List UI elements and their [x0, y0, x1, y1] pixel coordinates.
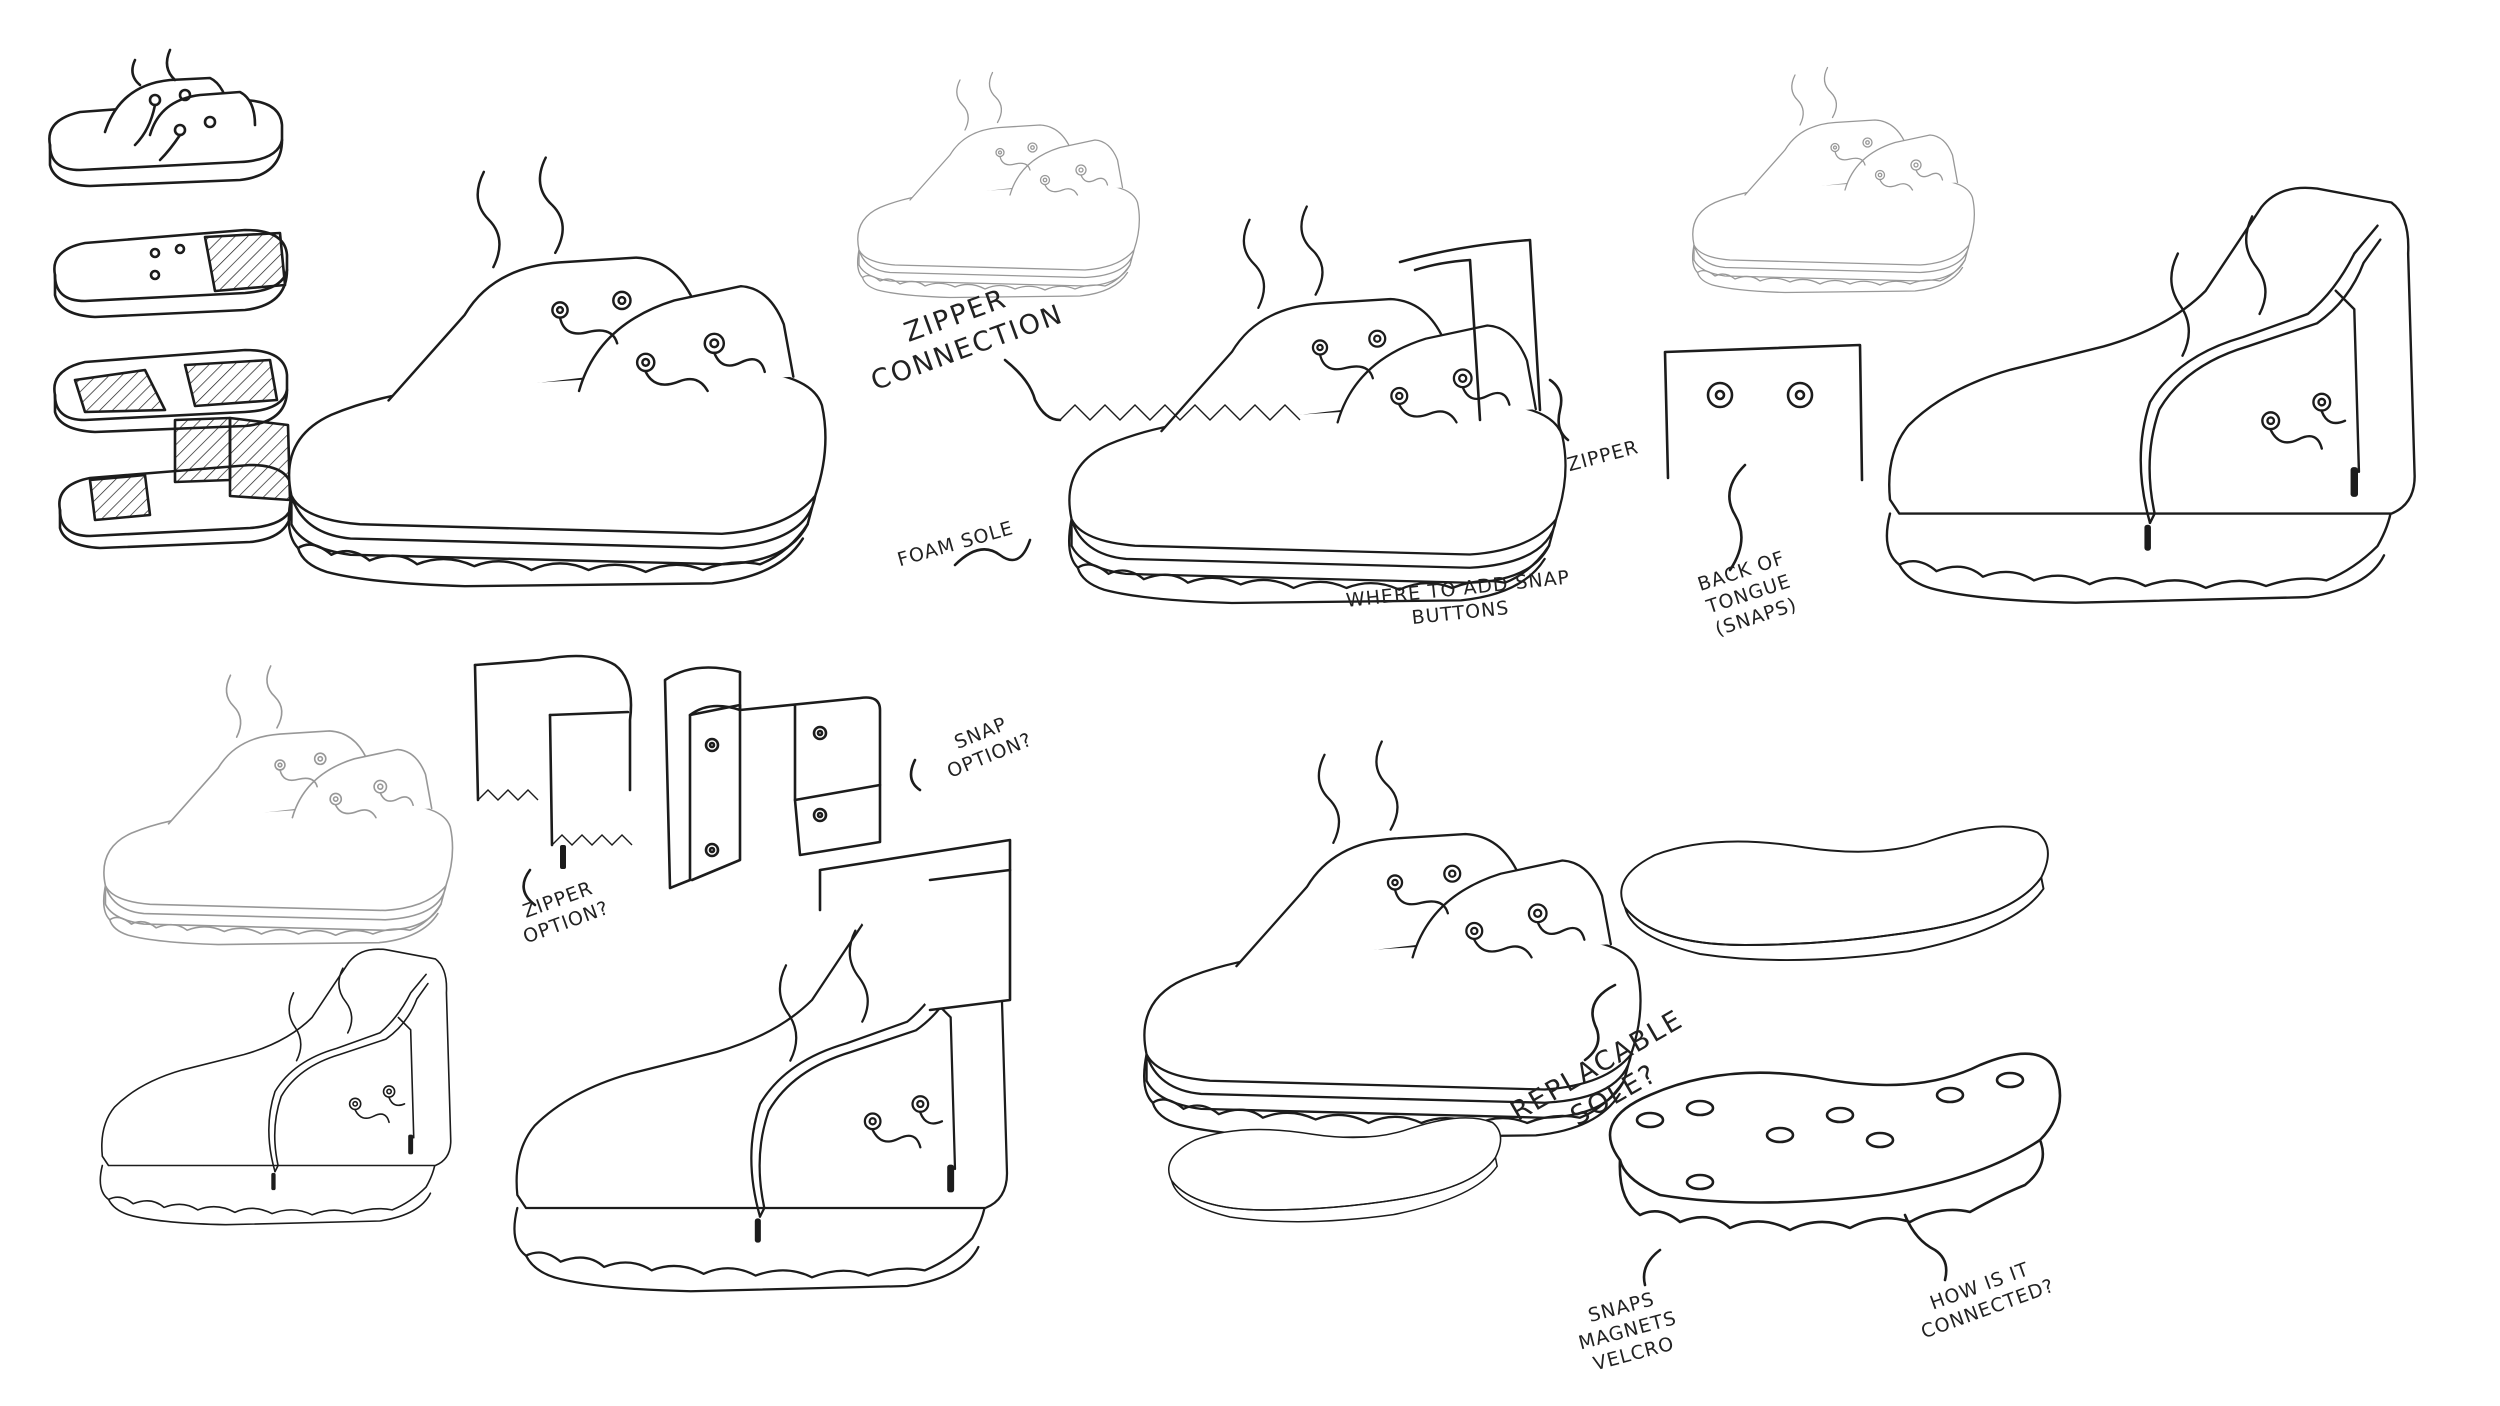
zipper-slipper	[1059, 205, 1567, 605]
tongue-piece	[1663, 343, 1864, 572]
leader-lines	[953, 358, 1948, 1287]
faded-slipper-top-middle	[856, 71, 1141, 299]
exploded-layers	[48, 48, 294, 550]
faded-slipper-bottom-left	[102, 665, 454, 946]
main-slipper	[287, 156, 827, 588]
sole-with-snaps	[1608, 1052, 2062, 1232]
flat-sole-right	[1620, 825, 2050, 962]
tall-boot	[513, 838, 1012, 1293]
cuff-pieces	[473, 654, 922, 907]
flat-sole-left	[1167, 1116, 1502, 1223]
boot-bottom-left	[99, 948, 452, 1226]
boot-top-right	[1885, 186, 2416, 604]
faded-slipper-top-right	[1691, 66, 1976, 294]
